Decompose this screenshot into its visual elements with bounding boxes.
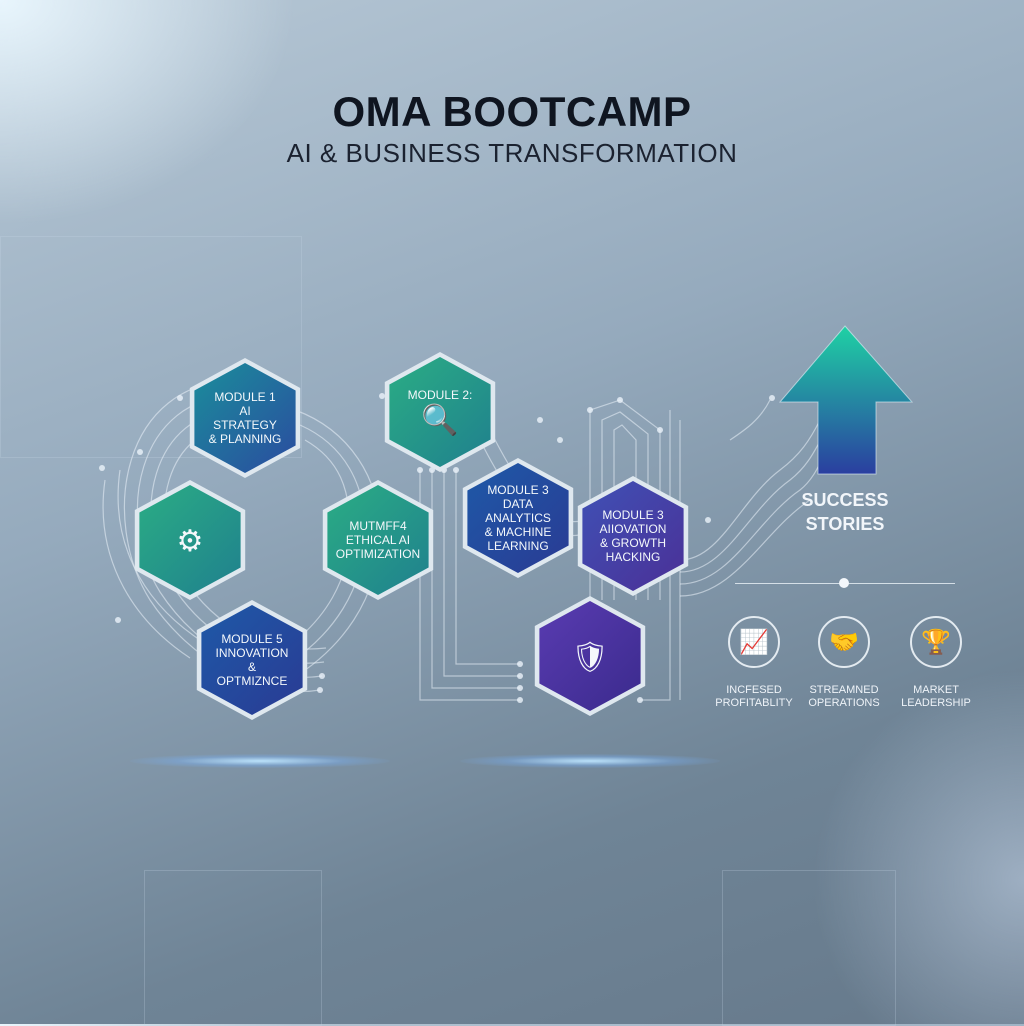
module-5-line-1: MODULE 5 <box>221 632 283 646</box>
outcome-leadership-line-1: MARKET <box>913 684 959 696</box>
analytics-search-icon: 🔍 <box>421 404 459 437</box>
module-4-line-3: OPTIMIZATION <box>335 547 421 561</box>
module-3-data-hex[interactable]: MODULE 3 DATA ANALYTICS & MACHINE LEARNI… <box>458 458 578 578</box>
background-panel-left <box>0 236 302 458</box>
trophy-icon: 🏆 <box>910 616 962 668</box>
module-3-growth-hex[interactable]: MODULE 3 AIIOVATION & GROWTH HACKING <box>573 476 693 596</box>
module-5-line-3: & OPTMIZNCE <box>216 660 288 688</box>
handshake-icon: 🤝 <box>818 616 870 668</box>
outcome-operations: 🤝 STREAMNED OPERATIONS <box>794 616 894 710</box>
module-4-line-2: ETHICAL AI <box>345 533 411 547</box>
outcome-leadership-line-2: LEADERSHIP <box>901 697 971 709</box>
module-brain-hex[interactable]: ⚙ <box>130 480 250 600</box>
module-3-data-line-2: DATA ANALYTICS <box>485 497 551 525</box>
module-2-line-1: MODULE 2: <box>407 388 473 402</box>
module-shield-hex[interactable]: 🛡 <box>530 596 650 716</box>
growth-arrow <box>778 325 914 475</box>
chart-growth-icon: 📈 <box>728 616 780 668</box>
divider-dot <box>839 578 849 588</box>
brain-gears-icon: ⚙ <box>176 525 204 558</box>
module-1-line-3: & PLANNING <box>208 432 282 446</box>
outcome-profitability: 📈 INCFESED PROFITABLITY <box>704 616 804 710</box>
module-5-hex[interactable]: MODULE 5 INNOVATION & OPTMIZNCE <box>192 600 312 720</box>
outcome-operations-line-2: OPERATIONS <box>808 697 880 709</box>
shield-rocket-icon: 🛡 <box>570 641 610 674</box>
glow-left <box>130 754 390 768</box>
module-4-line-1: MUTMFF4 <box>349 519 407 533</box>
module-4-hex[interactable]: MUTMFF4 ETHICAL AI OPTIMIZATION <box>318 480 438 600</box>
module-3-growth-line-3: & GROWTH <box>600 536 666 550</box>
module-2-hex[interactable]: MODULE 2: 🔍 <box>380 352 500 472</box>
outcome-profitability-line-1: INCFESED <box>726 684 782 696</box>
glow-right <box>460 754 720 768</box>
outcome-operations-line-1: STREAMNED <box>809 684 879 696</box>
outcome-leadership: 🏆 MARKET LEADERSHIP <box>886 616 986 710</box>
outcome-profitability-line-2: PROFITABLITY <box>715 697 793 709</box>
module-1-hex[interactable]: MODULE 1 AI STRATEGY & PLANNING <box>185 358 305 478</box>
module-3-growth-line-4: HACKING <box>605 550 661 564</box>
success-stories-label: SUCCESS STORIES <box>801 490 889 534</box>
module-3-data-line-4: LEARNING <box>487 539 549 553</box>
module-3-growth-line-2: AIIOVATION <box>599 522 667 536</box>
page-title: OMA BOOTCAMP <box>332 88 692 135</box>
module-5-line-2: INNOVATION <box>215 646 289 660</box>
module-3-data-line-1: MODULE 3 <box>487 483 549 497</box>
module-3-growth-line-1: MODULE 3 <box>602 508 664 522</box>
page-subtitle: AI & BUSINESS TRANSFORMATION <box>286 138 738 168</box>
module-3-data-line-3: & MACHINE <box>484 525 552 539</box>
module-1-line-2: AI STRATEGY <box>213 404 277 432</box>
module-1-line-1: MODULE 1 <box>214 390 276 404</box>
